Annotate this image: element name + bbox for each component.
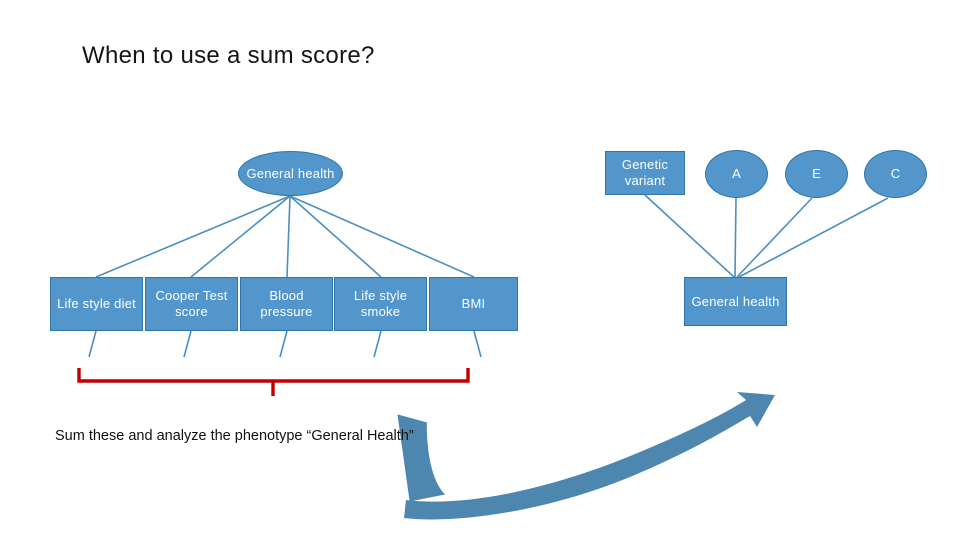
curved-arrow bbox=[397, 392, 775, 520]
node-label: Genetic variant bbox=[621, 157, 669, 188]
node-label: A bbox=[732, 166, 741, 182]
right-model-connector-group bbox=[644, 194, 889, 278]
connector-geneticvariant-generalhealth bbox=[644, 194, 735, 278]
node-c[interactable]: C bbox=[864, 150, 927, 198]
node-label: Life style smoke bbox=[353, 288, 408, 319]
residual-stub-lifestylediet bbox=[88, 330, 97, 358]
node-bmi[interactable]: BMI bbox=[429, 277, 518, 331]
page-title: When to use a sum score? bbox=[82, 42, 375, 69]
sum-score-caption: Sum these and analyze the phenotype “Gen… bbox=[55, 428, 414, 444]
node-e[interactable]: E bbox=[785, 150, 848, 198]
connector-generalhealth-bmi bbox=[289, 195, 475, 278]
residual-stub-bmi bbox=[473, 330, 482, 358]
sum-brace bbox=[77, 368, 470, 396]
residual-stub-lifestylesmoke bbox=[373, 330, 382, 358]
node-general-health-latent[interactable]: General health bbox=[238, 151, 343, 196]
connector-generalhealth-coopertest bbox=[190, 195, 291, 278]
connector-generalhealth-bloodpressure bbox=[286, 195, 291, 278]
node-label: General health bbox=[246, 165, 335, 181]
node-label: Cooper Test score bbox=[155, 288, 228, 319]
node-cooper-test-score[interactable]: Cooper Test score bbox=[145, 277, 238, 331]
connector-generalhealth-lifestylesmoke bbox=[289, 195, 382, 278]
left-model-connector-group bbox=[95, 195, 475, 278]
node-label: C bbox=[890, 166, 901, 182]
node-life-style-smoke[interactable]: Life style smoke bbox=[334, 277, 427, 331]
node-genetic-variant[interactable]: Genetic variant bbox=[605, 151, 685, 195]
residual-stub-coopertest bbox=[183, 330, 192, 358]
connector-generalhealth-lifestylediet bbox=[95, 195, 291, 278]
residual-stub-group bbox=[88, 330, 482, 358]
connector-a-generalhealth bbox=[734, 197, 737, 278]
node-label: Blood pressure bbox=[260, 288, 313, 319]
node-label: E bbox=[812, 166, 821, 182]
connector-c-generalhealth bbox=[738, 197, 889, 278]
connector-e-generalhealth bbox=[736, 197, 813, 278]
node-a[interactable]: A bbox=[705, 150, 768, 198]
node-label: General health bbox=[691, 293, 780, 309]
node-life-style-diet[interactable]: Life style diet bbox=[50, 277, 143, 331]
node-blood-pressure[interactable]: Blood pressure bbox=[240, 277, 333, 331]
residual-stub-bloodpressure bbox=[279, 330, 288, 358]
node-general-health-outcome[interactable]: General health bbox=[684, 277, 787, 326]
node-label: Life style diet bbox=[57, 296, 136, 312]
node-label: BMI bbox=[461, 296, 486, 312]
